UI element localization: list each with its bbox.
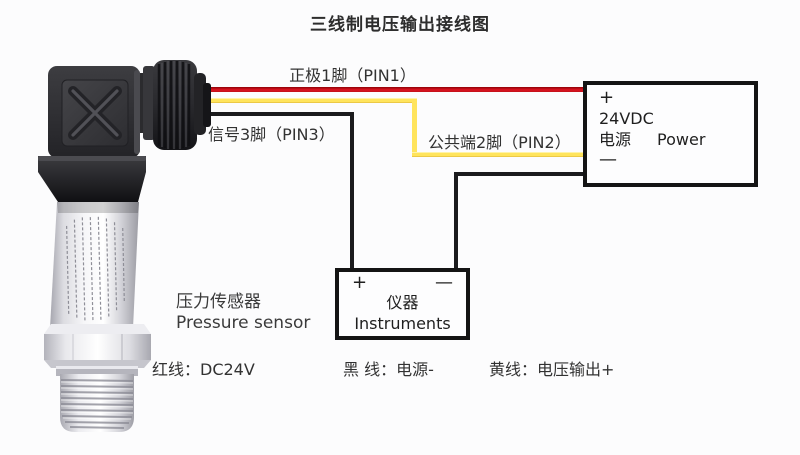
instrument-terminals: +— <box>352 273 453 292</box>
power-label-cn: 电源 <box>599 130 632 149</box>
sensor-body <box>50 202 139 328</box>
black-minus-wire-horizontal <box>454 172 587 176</box>
power-voltage: 24VDC <box>599 109 654 128</box>
yellow-wire-horizontal-upper <box>200 98 417 103</box>
instrument-plus-terminal: + <box>352 272 368 293</box>
label-pin2: 公共端2脚（PIN2） <box>428 133 571 152</box>
diagram-title: 三线制电压输出接线图 <box>310 15 490 35</box>
sensor-collar <box>38 156 146 202</box>
instrument-label-en: Instruments <box>354 314 451 333</box>
connector-x-emblem <box>68 86 122 140</box>
hex-nut <box>44 324 151 368</box>
red-wire-horizontal <box>198 87 587 92</box>
legend-red-wire: 红线：DC24V <box>152 360 255 379</box>
instrument-label-cn: 仪器 <box>386 293 419 312</box>
legend-yellow-wire: 黄线：电压输出+ <box>489 360 615 379</box>
power-plus-terminal: + <box>599 87 615 108</box>
sensor-caption-cn: 压力传感器 <box>176 292 261 312</box>
label-pin1: 正极1脚（PIN1） <box>289 66 416 85</box>
power-label-row: 电源 Power <box>599 129 748 150</box>
instrument-minus-terminal: — <box>435 272 453 293</box>
pressure-sensor-image <box>38 60 211 432</box>
thread-fitting <box>56 366 138 432</box>
yellow-wire-horizontal-lower <box>412 152 587 157</box>
sensor-caption-en: Pressure sensor <box>176 313 311 333</box>
black-signal-wire-horizontal <box>202 112 354 116</box>
black-minus-wire-vertical <box>454 172 458 270</box>
power-label-en: Power <box>657 130 706 149</box>
connector-head <box>48 66 140 158</box>
cable-gland <box>136 60 211 150</box>
power-supply-box: + 24VDC 电源 Power — <box>583 81 758 187</box>
label-pin3: 信号3脚（PIN3） <box>208 125 335 144</box>
yellow-wire-vertical <box>412 98 417 157</box>
sensor-etching <box>66 216 125 322</box>
black-signal-wire-vertical <box>350 112 354 270</box>
instruments-box: +— 仪器 Instruments <box>335 268 470 340</box>
legend-black-wire: 黑 线：电源- <box>343 360 434 379</box>
power-minus-terminal: — <box>599 149 617 170</box>
